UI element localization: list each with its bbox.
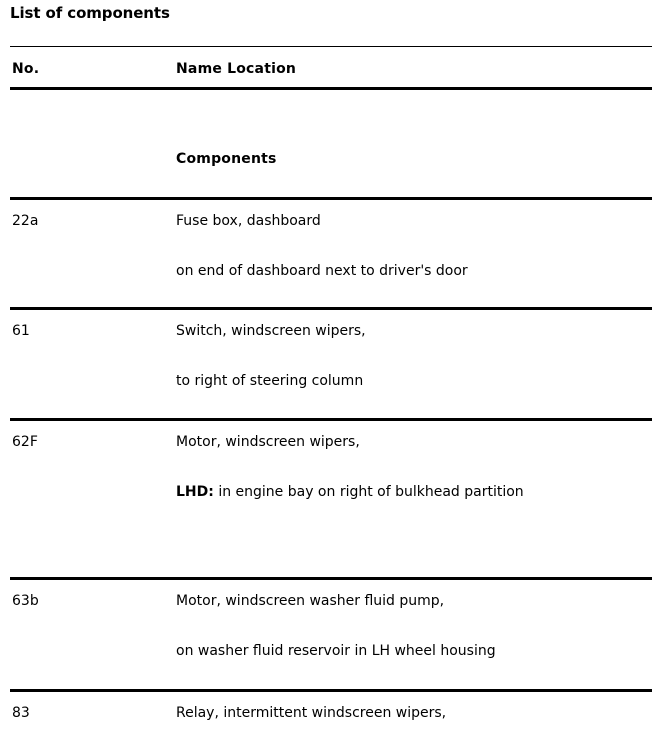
table-row-no: 61	[12, 323, 30, 339]
table-row-no: 83	[12, 705, 30, 721]
section-heading-components: Components	[176, 151, 277, 167]
table-row-location: on washer fluid reservoir in LH wheel ho…	[176, 643, 496, 659]
table-row-location-prefix: LHD:	[176, 484, 214, 500]
table-row-location-text: in engine bay on right of bulkhead parti…	[218, 484, 524, 500]
column-header-name-location: Name Location	[176, 61, 297, 77]
table-row-name: Motor, windscreen wipers,	[176, 434, 360, 450]
table-row-rule	[10, 418, 652, 421]
table-row-no: 63b	[12, 593, 39, 609]
table-row-location: LHD: in engine bay on right of bulkhead …	[176, 484, 524, 500]
table-row-no: 62F	[12, 434, 38, 450]
table-row-location: on end of dashboard next to driver's doo…	[176, 263, 468, 279]
table-row-name: Relay, intermittent windscreen wipers,	[176, 705, 447, 721]
table-row-name: Motor, windscreen washer fluid pump,	[176, 593, 445, 609]
column-header-no: No.	[12, 61, 40, 77]
table-row-rule	[10, 307, 652, 310]
table-row-no: 22a	[12, 213, 39, 229]
section-heading-rule	[10, 197, 652, 200]
header-top-rule	[10, 46, 652, 47]
table-row-location: to right of steering column	[176, 373, 364, 389]
table-row-rule	[10, 577, 652, 580]
header-bottom-rule	[10, 87, 652, 90]
table-row-rule	[10, 689, 652, 692]
table-row-name: Switch, windscreen wipers,	[176, 323, 366, 339]
table-row-name: Fuse box, dashboard	[176, 213, 321, 229]
page-title: List of components	[10, 4, 170, 22]
